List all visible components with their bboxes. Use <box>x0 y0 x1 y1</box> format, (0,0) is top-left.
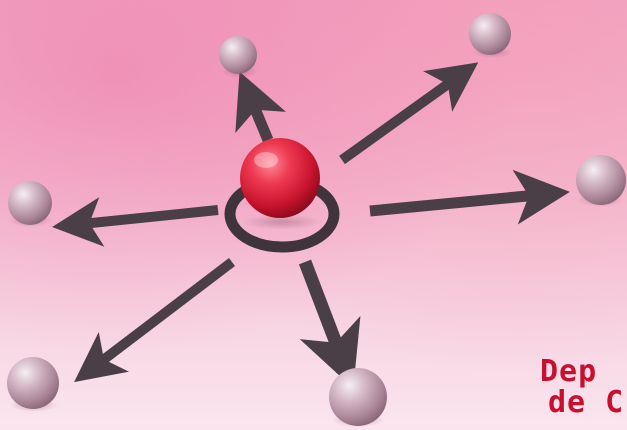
node-bottom-left-sphere <box>7 357 59 409</box>
center-red-sphere <box>240 138 320 218</box>
node-left-sphere <box>8 181 52 225</box>
arrow-left <box>72 210 218 225</box>
arrow-down-left <box>90 262 232 370</box>
caption-line-1: Dep <box>540 356 627 387</box>
arrow-up-right <box>342 74 462 160</box>
arrow-down <box>305 262 344 364</box>
arrow-right <box>370 194 548 211</box>
center-sphere-highlight <box>254 152 278 168</box>
caption-line-2: de C <box>540 387 627 418</box>
arrow-up <box>248 92 268 140</box>
node-bottom-sphere <box>329 368 387 426</box>
node-right-sphere <box>576 155 626 205</box>
node-top-right-sphere <box>469 13 511 55</box>
caption-text: Dep de C <box>540 356 627 430</box>
node-top-sphere <box>219 36 257 74</box>
